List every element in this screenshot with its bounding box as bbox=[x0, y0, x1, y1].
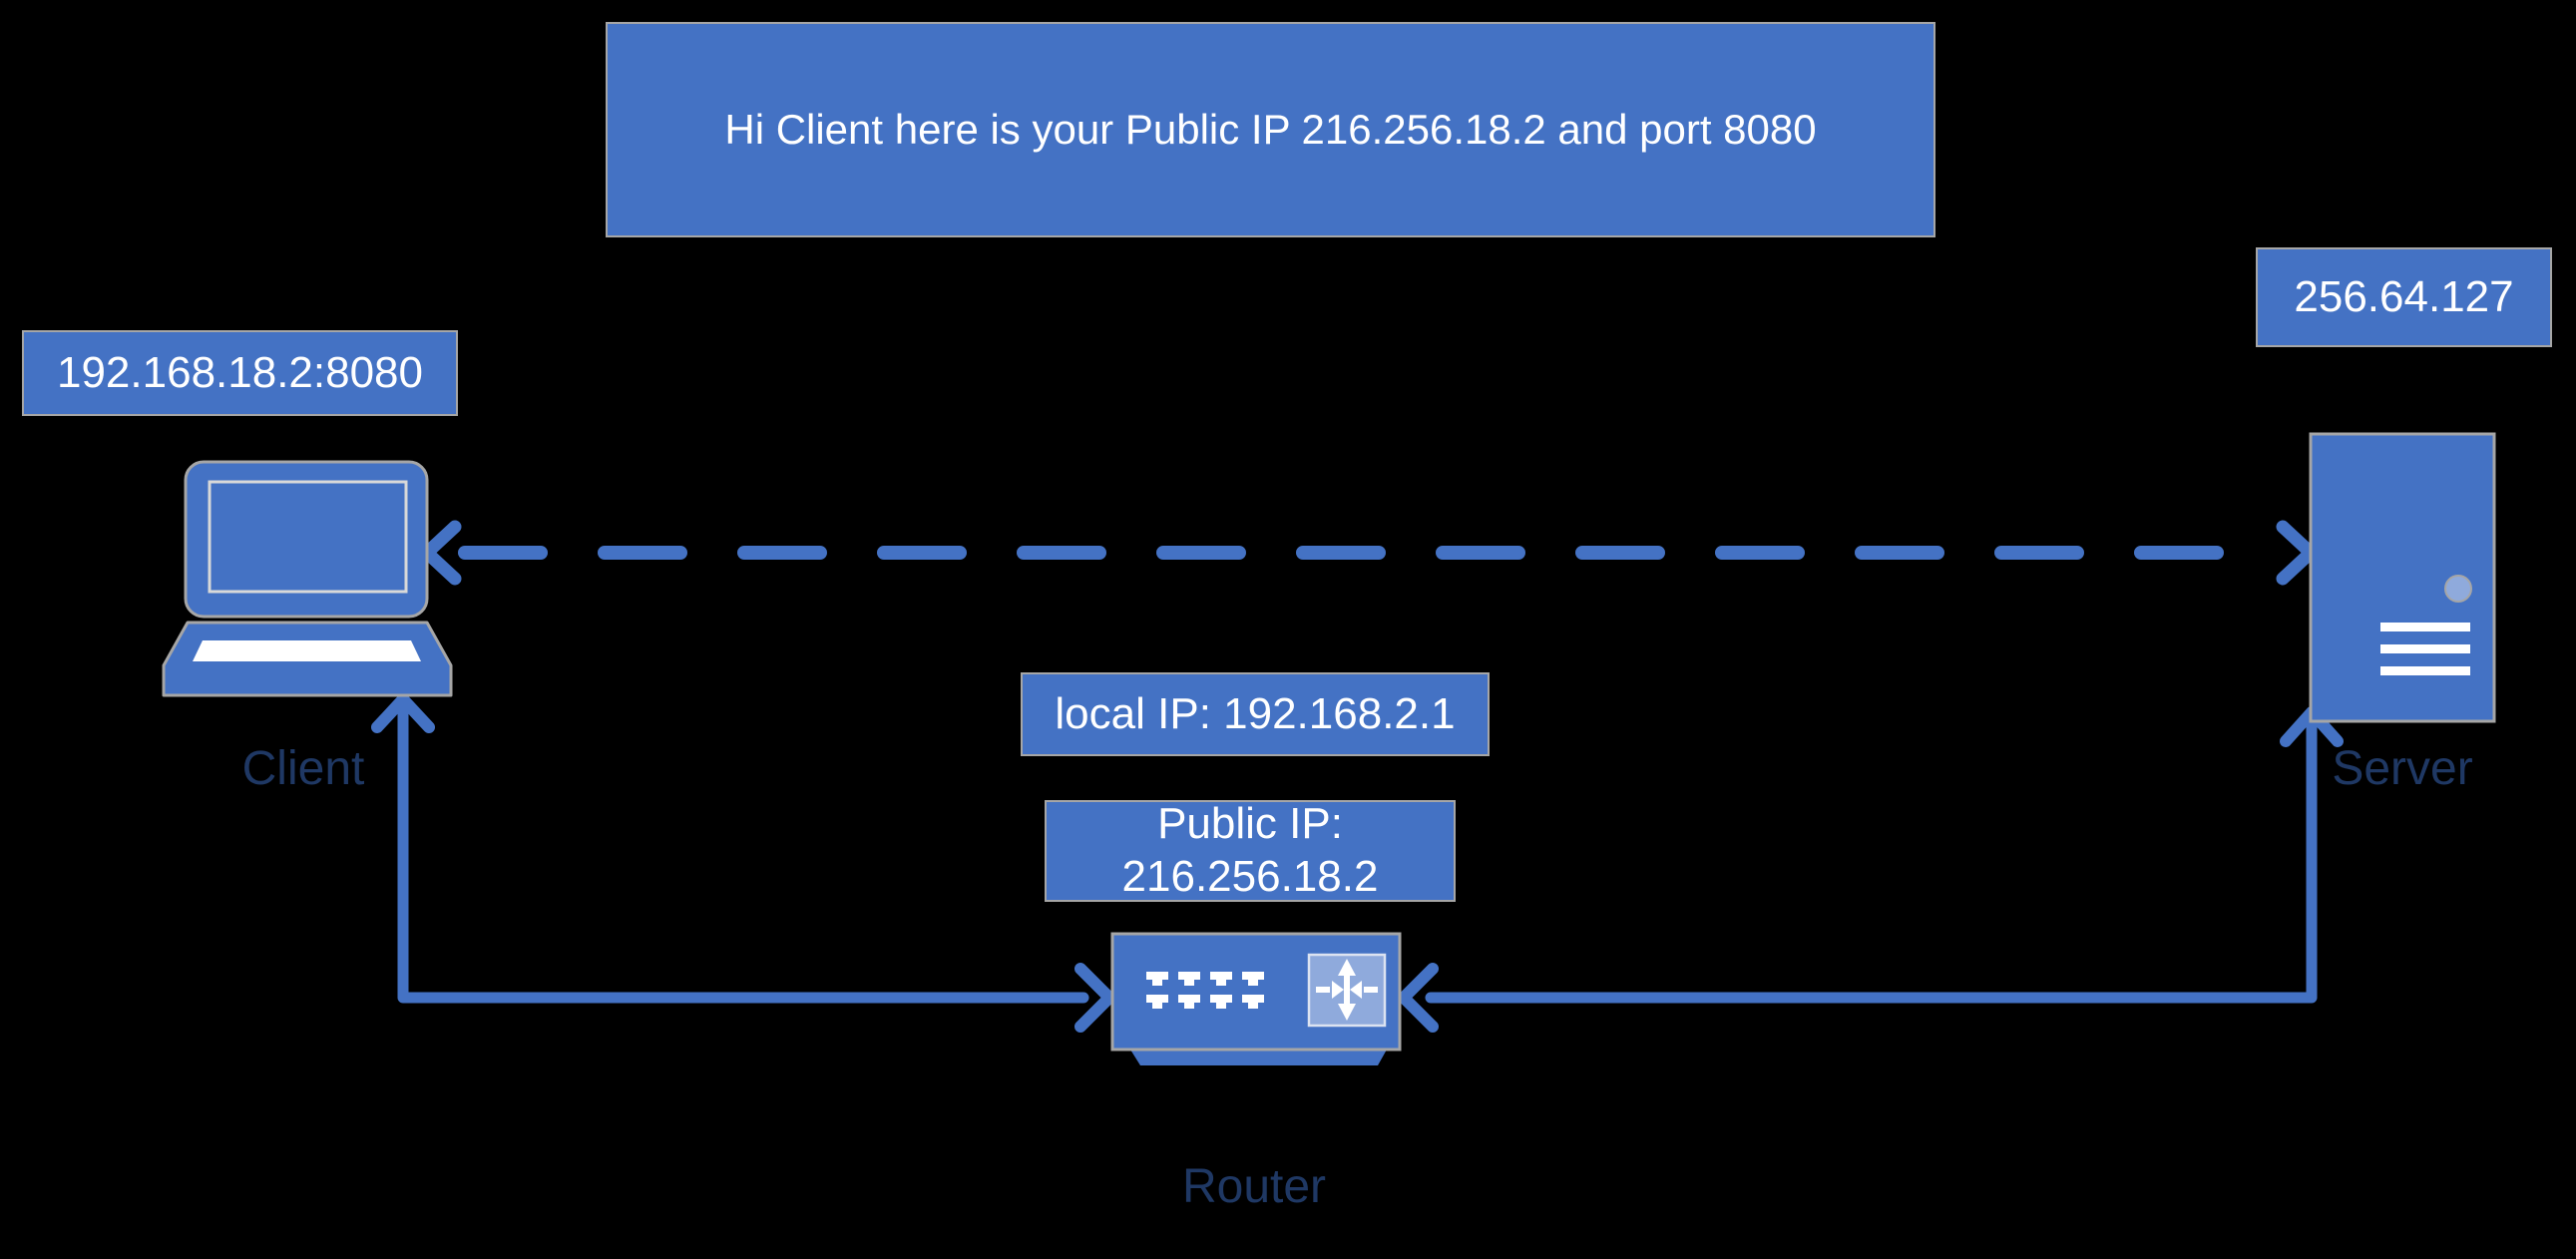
client-label: Client bbox=[241, 741, 365, 795]
router-icon bbox=[1110, 932, 1402, 1065]
laptop-screen-bezel bbox=[208, 480, 408, 594]
server-message-callout: Hi Client here is your Public IP 216.256… bbox=[606, 22, 1935, 237]
arrowhead-into-router-left-icon bbox=[1074, 963, 1115, 1033]
ethernet-ports-icon bbox=[1146, 972, 1264, 1009]
router-local-ip-callout: local IP: 192.168.2.1 bbox=[1021, 672, 1490, 756]
arrowhead-left-icon bbox=[420, 520, 462, 586]
client-router-arrow bbox=[371, 693, 1115, 1033]
server-ip-text: 256.64.127 bbox=[2294, 271, 2514, 321]
client-endpoint-text: 192.168.18.2:8080 bbox=[56, 347, 424, 397]
router-public-ip-line2: 216.256.18.2 bbox=[1121, 852, 1379, 901]
server-ip-callout: 256.64.127 bbox=[2256, 247, 2552, 347]
client-endpoint-callout: 192.168.18.2:8080 bbox=[22, 330, 458, 416]
server-router-arrow bbox=[1398, 706, 2344, 1033]
router-public-ip-callout: Public IP: 216.256.18.2 bbox=[1045, 799, 1456, 902]
router-local-ip-text: local IP: 192.168.2.1 bbox=[1055, 688, 1456, 738]
router-base bbox=[1130, 1049, 1387, 1065]
laptop-icon bbox=[162, 460, 453, 697]
server-label: Server bbox=[2332, 741, 2473, 795]
server-vents-icon bbox=[2380, 623, 2470, 675]
arrowhead-right-icon bbox=[2276, 520, 2318, 586]
server-tower-icon bbox=[2309, 432, 2496, 723]
dashed-connection-arrow bbox=[420, 520, 2318, 586]
routing-arrows-icon bbox=[1307, 953, 1387, 1028]
arrowhead-up-icon bbox=[371, 693, 435, 733]
laptop-keyboard bbox=[193, 640, 421, 661]
server-message-text: Hi Client here is your Public IP 216.256… bbox=[724, 105, 1817, 153]
arrowhead-into-router-right-icon bbox=[1398, 963, 1439, 1033]
router-label: Router bbox=[1181, 1159, 1327, 1213]
router-public-ip-line1: Public IP: bbox=[1157, 799, 1343, 849]
server-power-led-icon bbox=[2444, 575, 2472, 603]
